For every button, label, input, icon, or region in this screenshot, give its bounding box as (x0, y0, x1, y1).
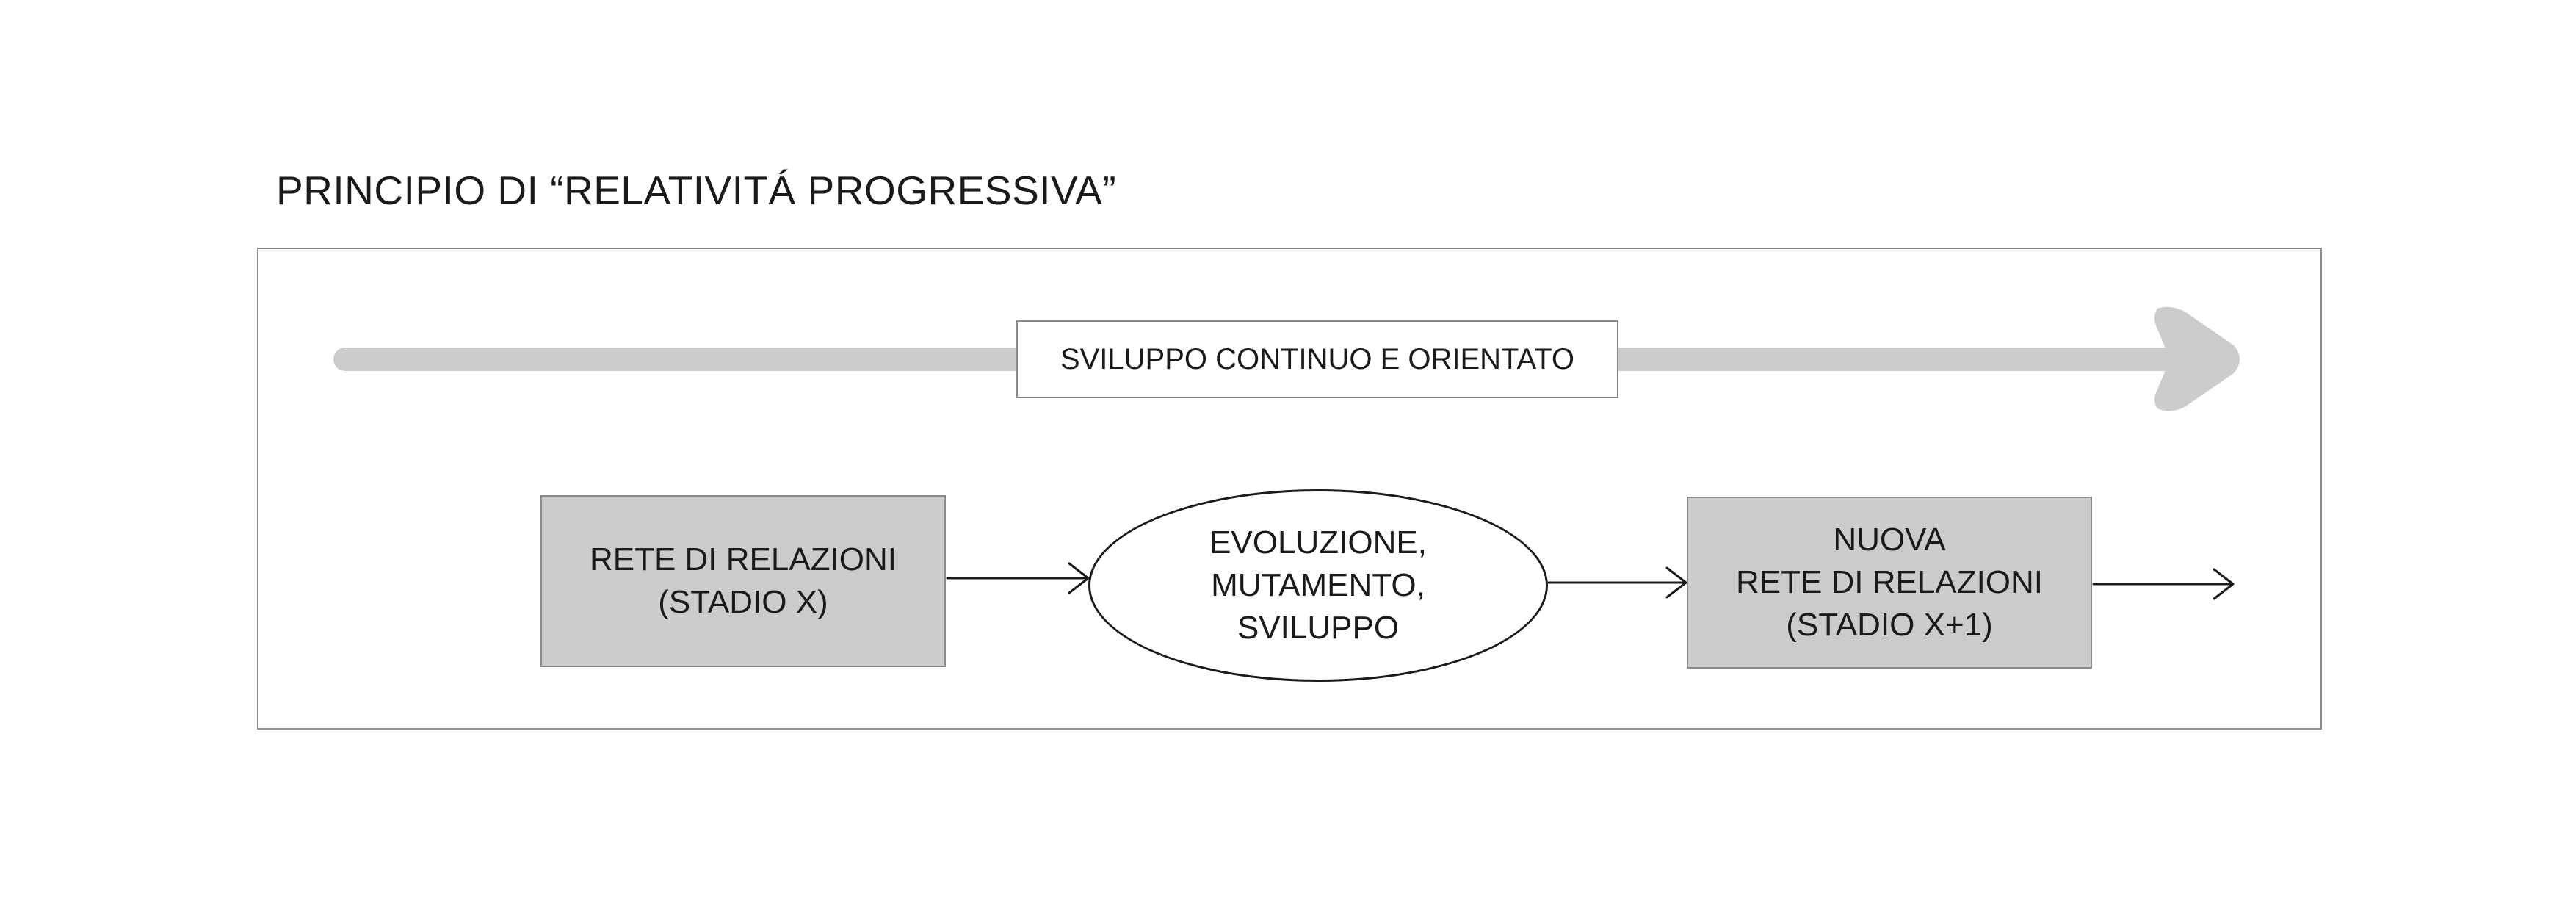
connector-process-to-new-stage (1547, 566, 1687, 599)
connector-new-stage-onward (2092, 568, 2235, 600)
node-stage-x: RETE DI RELAZIONI (STADIO X) (540, 495, 946, 667)
diagram-frame (257, 248, 2322, 730)
node-stage-x1: NUOVA RETE DI RELAZIONI (STADIO X+1) (1687, 497, 2092, 669)
node-process: EVOLUZIONE, MUTAMENTO, SVILUPPO (1088, 489, 1548, 682)
node-stage-x1-line-3: (STADIO X+1) (1786, 607, 1993, 643)
timeline-label: SVILUPPO CONTINUO E ORIENTATO (1016, 320, 1618, 398)
arrowhead-icon (2213, 568, 2235, 600)
connector-stage-to-process (946, 562, 1090, 594)
node-process-line-1: EVOLUZIONE, (1209, 525, 1427, 561)
node-stage-x-line-2: (STADIO X) (658, 584, 828, 620)
arrowhead-icon (1665, 566, 1687, 599)
node-stage-x1-line-2: RETE DI RELAZIONI (1735, 564, 2044, 600)
node-process-line-3: SVILUPPO (1237, 610, 1400, 646)
timeline-arrow-head (2154, 306, 2240, 411)
node-process-line-2: MUTAMENTO, (1211, 567, 1425, 603)
diagram-title: PRINCIPIO DI “RELATIVITÁ PROGRESSIVA” (276, 168, 1117, 213)
node-stage-x-line-1: RETE DI RELAZIONI (589, 541, 897, 577)
node-stage-x1-line-1: NUOVA (1833, 522, 1946, 558)
